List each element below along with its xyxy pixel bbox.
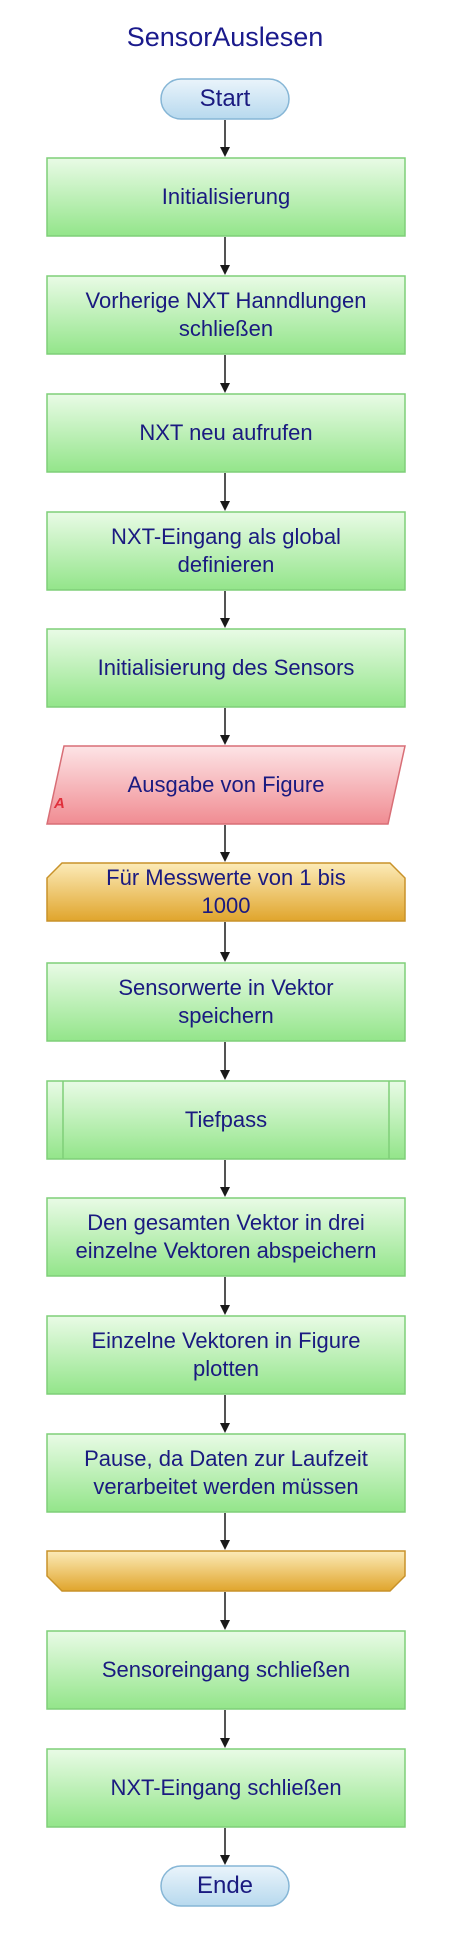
process-close-sensor: Sensoreingang schließen: [46, 1630, 406, 1710]
process-split-vectors: Den gesamten Vektor in drei einzelne Vek…: [46, 1197, 406, 1277]
arrowhead: [220, 1070, 230, 1080]
process-label: Initialisierung: [161, 184, 291, 209]
process-shape: [46, 1748, 406, 1828]
io-label: Ausgabe von Figure: [127, 772, 325, 797]
arrowhead: [220, 1738, 230, 1748]
process-shape: [46, 628, 406, 708]
process-label: NXT neu aufrufen: [139, 420, 313, 445]
arrowhead: [220, 265, 230, 275]
process-shape: [46, 393, 406, 473]
io-ausgabe-figure: A Ausgabe von Figure: [46, 745, 406, 825]
start-terminal: Start: [160, 78, 290, 120]
process-shape: [46, 1630, 406, 1710]
arrowhead: [220, 1620, 230, 1630]
subprocess-tiefpass: Tiefpass: [46, 1080, 406, 1160]
end-terminal: Ende: [160, 1865, 290, 1907]
process-label: Pause, da Daten zur Laufzeit verarbeitet…: [84, 1446, 368, 1499]
process-label: Vorherige NXT Hanndlungen schließen: [85, 288, 367, 341]
process-shape: [46, 1315, 406, 1395]
loop-start-label: Für Messwerte von 1 bis 1000: [106, 865, 346, 918]
process-label: Den gesamten Vektor in drei einzelne Vek…: [75, 1210, 377, 1263]
process-label: Sensorwerte in Vektor speichern: [118, 975, 334, 1028]
process-close-previous: Vorherige NXT Hanndlungen schließen: [46, 275, 406, 355]
process-shape: [46, 962, 406, 1042]
process-shape: [46, 275, 406, 355]
process-store-vector: Sensorwerte in Vektor speichern: [46, 962, 406, 1042]
subprocess-shape: [46, 1080, 406, 1160]
process-close-nxt: NXT-Eingang schließen: [46, 1748, 406, 1828]
process-shape: [46, 157, 406, 237]
start-shape: [160, 78, 290, 120]
process-label: Einzelne Vektoren in Figure plotten: [91, 1328, 361, 1381]
loop-start: Für Messwerte von 1 bis 1000: [46, 862, 406, 922]
process-shape: [46, 1197, 406, 1277]
end-label: Ende: [196, 1872, 254, 1899]
process-label: NXT-Eingang als global definieren: [111, 524, 341, 577]
arrowhead: [220, 383, 230, 393]
io-shape: [46, 745, 406, 825]
loop-end-shape: [46, 1550, 406, 1592]
arrowhead: [220, 618, 230, 628]
process-label: NXT-Eingang schließen: [110, 1775, 342, 1800]
arrowhead: [220, 1187, 230, 1197]
start-label: Start: [199, 85, 251, 112]
process-pause: Pause, da Daten zur Laufzeit verarbeitet…: [46, 1433, 406, 1513]
process-label: Initialisierung des Sensors: [97, 655, 355, 680]
process-label: Sensoreingang schließen: [101, 1657, 351, 1682]
loop-end: [46, 1550, 406, 1592]
process-shape: [46, 511, 406, 591]
process-shape: [46, 1433, 406, 1513]
arrowhead: [220, 735, 230, 745]
subprocess-label: Tiefpass: [184, 1107, 268, 1132]
process-plot-vectors: Einzelne Vektoren in Figure plotten: [46, 1315, 406, 1395]
arrowhead: [220, 501, 230, 511]
arrowhead: [220, 147, 230, 157]
arrowhead: [220, 1540, 230, 1550]
arrowhead: [220, 1423, 230, 1433]
process-nxt-neu: NXT neu aufrufen: [46, 393, 406, 473]
arrowhead: [220, 1855, 230, 1865]
process-nxt-global: NXT-Eingang als global definieren: [46, 511, 406, 591]
loop-start-shape: [46, 862, 406, 922]
arrowhead: [220, 852, 230, 862]
process-initialisierung: Initialisierung: [46, 157, 406, 237]
diagram-title: SensorAuslesen: [126, 22, 324, 52]
end-shape: [160, 1865, 290, 1907]
arrowhead: [220, 952, 230, 962]
arrowhead: [220, 1305, 230, 1315]
process-sensor-init: Initialisierung des Sensors: [46, 628, 406, 708]
output-marker: A: [54, 795, 65, 812]
